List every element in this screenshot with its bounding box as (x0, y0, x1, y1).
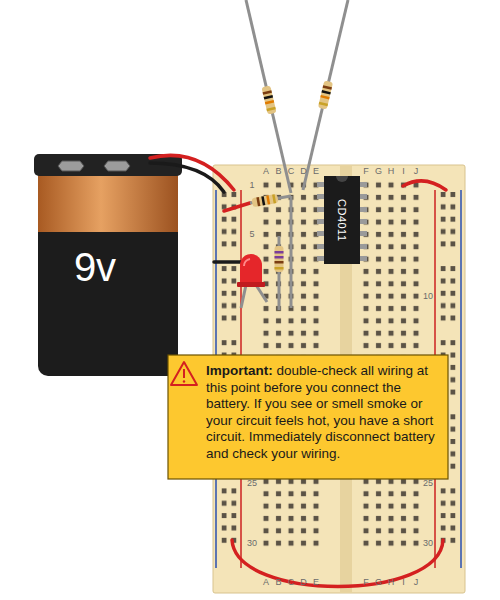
column-letter: A (263, 577, 269, 587)
battery-terminal (104, 161, 130, 171)
resistor-body (275, 246, 284, 272)
led-leg (241, 285, 246, 308)
jumper-wire (224, 203, 250, 211)
row-number: 5 (249, 229, 254, 239)
column-letter: C (288, 577, 295, 587)
battery-body (38, 170, 178, 376)
column-letter: E (313, 577, 319, 587)
column-letter: J (414, 577, 419, 587)
resistor-symbol (250, 194, 291, 207)
column-letter: D (300, 166, 307, 176)
resistor-symbol (246, 0, 291, 193)
led-highlight (244, 259, 250, 266)
column-letter: I (402, 166, 405, 176)
row-number: 30 (423, 538, 433, 548)
row-number: 1 (249, 180, 254, 190)
row-number: 25 (247, 478, 257, 488)
column-letter: G (375, 166, 382, 176)
column-letter: J (414, 166, 419, 176)
column-letter: F (363, 577, 369, 587)
wire-lead (290, 196, 293, 308)
led-body (240, 254, 262, 285)
node-heading: CD4011 (336, 199, 348, 242)
resistor-symbol (275, 236, 284, 310)
column-letter: A (263, 166, 269, 176)
rail-line-blue (460, 190, 462, 568)
jumper-wire (232, 540, 443, 587)
node-heading: Important: (206, 363, 273, 378)
led-flange (237, 282, 265, 287)
chip-body (324, 176, 360, 264)
column-letter: F (363, 166, 369, 176)
column-letter: G (375, 577, 382, 587)
column-letter: B (275, 166, 281, 176)
node-heading: 9v (74, 244, 116, 290)
ic-chip (317, 176, 367, 264)
battery-wire (150, 163, 224, 192)
resistor-body (261, 85, 276, 114)
battery-label-box: 9v (38, 158, 178, 375)
row-number: 30 (247, 538, 257, 548)
warning-callout (168, 355, 448, 479)
column-letter: E (313, 166, 319, 176)
resistor-body (251, 194, 278, 207)
battery-terminal (58, 161, 84, 171)
battery-wire (150, 155, 234, 190)
column-letter: C (288, 166, 295, 176)
battery-copper-band (38, 174, 178, 232)
column-letter: I (402, 577, 405, 587)
column-letter: H (388, 577, 395, 587)
resistor-body (318, 80, 333, 109)
column-letter: H (388, 166, 395, 176)
chip-notch (336, 176, 348, 182)
resistor-symbol (303, 0, 348, 190)
led-leg (256, 285, 267, 302)
column-letter: D (300, 577, 307, 587)
column-letter: B (275, 577, 281, 587)
row-number: 10 (423, 291, 433, 301)
warning-mark (183, 380, 185, 382)
resistor-lead (246, 0, 291, 193)
chip-box: CD4011 (324, 176, 360, 264)
led-symbol (237, 254, 267, 308)
resistor-lead (303, 0, 348, 190)
row-number: 25 (423, 478, 433, 488)
battery-symbol (34, 154, 182, 376)
warning-mark (183, 369, 185, 378)
warning-box: Important:double-check all wiring at thi… (168, 355, 448, 479)
jumper-wire (403, 181, 446, 190)
warning-triangle (171, 362, 197, 385)
warning-box-fill (168, 355, 448, 479)
